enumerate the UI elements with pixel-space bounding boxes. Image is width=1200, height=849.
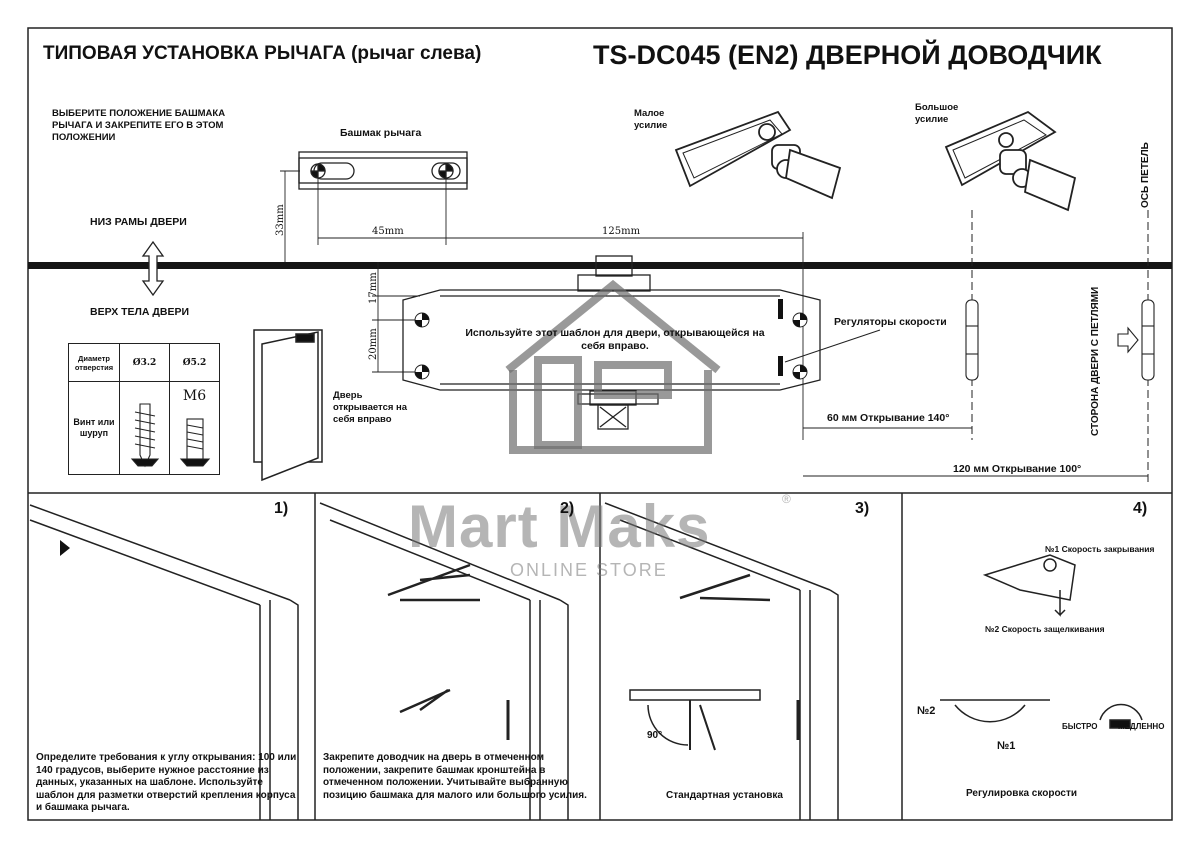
hinge-icons [965, 299, 1155, 381]
hinge-axis-label: ОСЬ ПЕТЕЛЬ [1140, 142, 1151, 208]
template-text: Используйте этот шаблон для двери, откры… [465, 327, 765, 352]
hole-table: Диаметр отверстия Ø3.2 Ø5.2 Винт или шур… [68, 343, 220, 475]
n2-label: №2 [917, 705, 936, 717]
open-100-label: 120 мм Открывание 100° [953, 463, 1082, 475]
small-force-label: Малое усилие [634, 108, 668, 131]
dim-33: 33mm [275, 204, 286, 236]
step4-diagram [940, 554, 1143, 729]
door-opens-label: Дверь открывается на себя вправо [333, 390, 408, 425]
slow-label: МЕДЛЕННО [1118, 722, 1165, 731]
left-title: ТИПОВАЯ УСТАНОВКА РЫЧАГА (рычаг слева) [43, 43, 482, 64]
watermark-reg: ® [782, 492, 791, 506]
step1-frame [29, 504, 299, 820]
up-down-arrow-icon [141, 240, 165, 297]
hole-diameter-header: Диаметр отверстия [68, 343, 120, 382]
regulator-leader [784, 329, 881, 363]
hole-d1: Ø3.2 [119, 343, 170, 382]
bolt-m6-label: M6 [182, 388, 207, 404]
hole-d2: Ø5.2 [169, 343, 220, 382]
lever-shoe [298, 151, 468, 190]
step-3-caption: Стандартная установка [666, 790, 783, 801]
dim-17: 17mm [368, 272, 379, 304]
step-3-angle: 90° [647, 730, 663, 741]
lever-large-force [944, 110, 1077, 212]
open-140-label: 60 мм Открывание 140° [827, 412, 950, 424]
instruction-text: ВЫБЕРИТЕ ПОЛОЖЕНИЕ БАШМАКА РЫЧАГА И ЗАКР… [52, 108, 226, 143]
step2-frame [319, 502, 569, 820]
step-1-number: 1) [274, 500, 289, 517]
step3-frame [604, 502, 839, 820]
right-title: TS-DC045 (EN2) ДВЕРНОЙ ДОВОДЧИК [593, 40, 1102, 70]
speed-regulators-label: Регуляторы скорости [834, 316, 947, 328]
door-open-icon [253, 329, 323, 482]
step-3-number: 3) [855, 500, 870, 517]
lever-small-force [674, 110, 842, 200]
hinge-side-arrow-icon [1117, 326, 1139, 354]
closer-template [402, 255, 821, 430]
large-force-label: Большое усилие [915, 102, 959, 125]
fast-label: БЫСТРО [1062, 722, 1098, 731]
hinge-side-label: СТОРОНА ДВЕРИ С ПЕТЛЯМИ [1090, 286, 1101, 436]
shoe-label: Башмак рычага [340, 127, 422, 139]
template-holes [414, 299, 808, 380]
house-logo-icon [505, 279, 721, 454]
speed2-label: №2 Скорость защелкивания [985, 624, 1105, 634]
step-1-caption: Определите требования к углу открывания:… [36, 752, 297, 813]
step-2-caption: Закрепите доводчик на дверь в отмеченном… [323, 752, 587, 801]
frame-bottom-label: НИЗ РАМЫ ДВЕРИ [90, 216, 187, 228]
watermark-brand: Mart Maks [408, 493, 711, 560]
screw-cell [119, 381, 170, 475]
dim-20: 20mm [368, 328, 379, 360]
dim-125: 125mm [602, 226, 641, 237]
door-frame-line [28, 262, 1172, 269]
dimension-lines [280, 170, 1148, 477]
n1-label: №1 [997, 740, 1016, 752]
screw-label: Винт или шуруп [68, 381, 120, 475]
axis-lines [971, 210, 1149, 485]
door-top-label: ВЕРХ ТЕЛА ДВЕРИ [90, 306, 190, 318]
step-4-number: 4) [1133, 500, 1148, 517]
step-2-number: 2) [560, 500, 575, 517]
watermark-sub: ONLINE STORE [510, 560, 668, 580]
speed1-label: №1 Скорость закрывания [1045, 544, 1155, 554]
step-4-caption: Регулировка скорости [966, 788, 1078, 799]
dim-45: 45mm [372, 226, 404, 237]
